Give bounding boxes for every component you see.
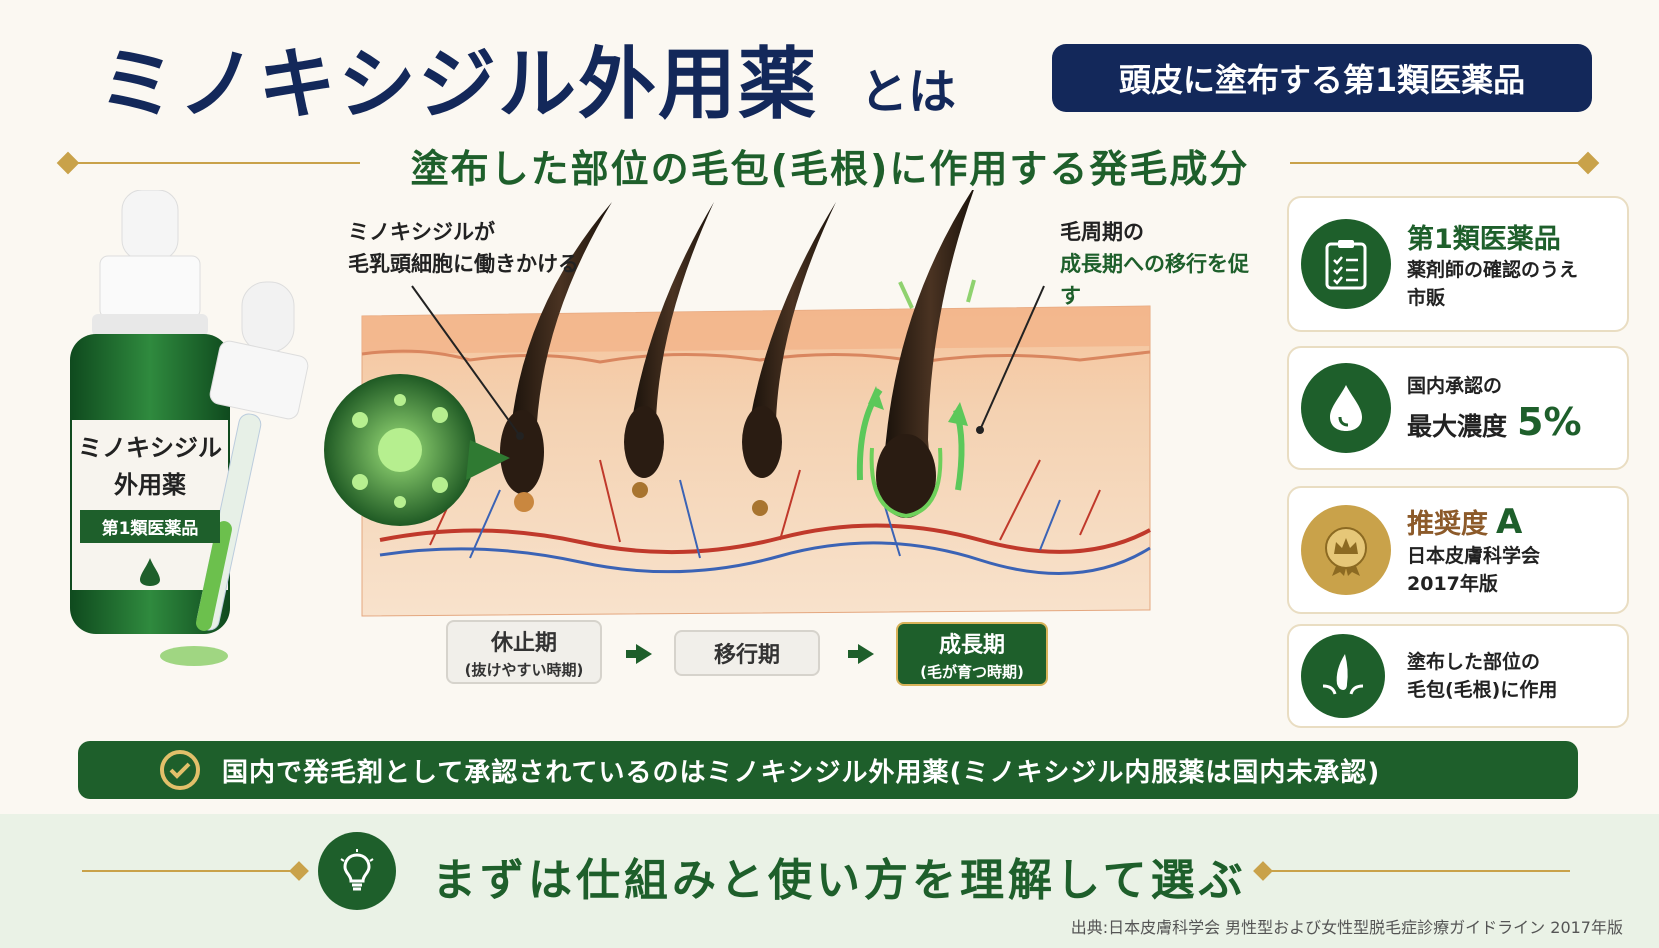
stage-telogen-sub: (抜けやすい時期) bbox=[464, 660, 584, 679]
droplet-icon bbox=[1301, 363, 1391, 453]
category-badge: 頭皮に塗布する第1類医薬品 bbox=[1052, 44, 1592, 112]
stage-telogen: 休止期 (抜けやすい時期) bbox=[446, 620, 602, 684]
card1-line2: 市販 bbox=[1407, 286, 1446, 309]
scalp-cross-section-illustration bbox=[70, 184, 1151, 666]
callout-left: ミノキシジルが 毛乳頭細胞に働きかける bbox=[348, 216, 579, 280]
hair-catagen-1 bbox=[624, 202, 714, 498]
callout-left-line2: 毛乳頭細胞に働きかける bbox=[348, 252, 579, 276]
hair-telogen bbox=[500, 202, 612, 512]
callout-line-left bbox=[411, 285, 521, 437]
gold-line-left bbox=[74, 162, 360, 164]
arrow-right-icon bbox=[858, 644, 874, 664]
footer-message: まずは仕組みと使い方を理解して選ぶ bbox=[432, 855, 1247, 906]
page-title: ミノキシジル外用薬 bbox=[98, 40, 819, 130]
arrow-right-icon bbox=[636, 644, 652, 664]
page-title-suffix: とは bbox=[860, 64, 957, 120]
stage-catagen-label: 移行期 bbox=[713, 643, 780, 668]
bottle-label: ミノキシジル 外用薬 第1類医薬品 bbox=[72, 428, 228, 543]
hair-follicle-icon bbox=[1301, 634, 1385, 718]
card3-line1: 日本皮膚科学会 bbox=[1407, 545, 1541, 567]
footer: まずは仕組みと使い方を理解して選ぶ 出典:日本皮膚科学会 男性型および女性型脱毛… bbox=[0, 814, 1659, 948]
lightbulb-icon bbox=[318, 832, 396, 910]
source-citation: 出典:日本皮膚科学会 男性型および女性型脱毛症診療ガイドライン 2017年版 bbox=[1070, 918, 1623, 937]
callout-right-line1: 毛周期の bbox=[1060, 220, 1144, 244]
callout-left-line1: ミノキシジルが bbox=[348, 220, 495, 244]
card2-value: 5% bbox=[1517, 400, 1582, 444]
gold-diamond-footer-left bbox=[289, 861, 309, 881]
bottle-label-badge: 第1類医薬品 bbox=[80, 510, 220, 543]
card3-line2: 2017年版 bbox=[1407, 573, 1498, 595]
gold-line-footer-right bbox=[1270, 870, 1570, 872]
hair-catagen-2 bbox=[742, 202, 836, 516]
card4-line1: 塗布した部位の bbox=[1407, 651, 1541, 673]
card3-grade: A bbox=[1496, 502, 1523, 542]
callout-line-right bbox=[979, 285, 1045, 431]
check-icon bbox=[160, 750, 200, 790]
illustration-area: ミノキシジル 外用薬 第1類医薬品 ミノキシジルが 毛乳頭細胞に働きかける 毛周… bbox=[0, 184, 1260, 730]
medal-icon bbox=[1301, 505, 1391, 595]
card4-line2: 毛包(毛根)に作用 bbox=[1407, 679, 1558, 701]
minoxidil-bottle bbox=[70, 189, 230, 634]
card-max-concentration: 国内承認の 最大濃度 5% bbox=[1287, 346, 1629, 470]
stage-catagen: 移行期 bbox=[674, 630, 820, 676]
gold-line-footer-left bbox=[82, 870, 292, 872]
card1-line1: 薬剤師の確認のうえ bbox=[1407, 258, 1579, 281]
stage-anagen-label: 成長期 bbox=[938, 632, 1005, 658]
dropper bbox=[160, 281, 309, 666]
banner-text: 国内で発毛剤として承認されているのはミノキシジル外用薬(ミノキシジル内服薬は国内… bbox=[222, 757, 1381, 788]
approval-banner: 国内で発毛剤として承認されているのはミノキシジル外用薬(ミノキシジル内服薬は国内… bbox=[78, 741, 1578, 799]
subtitle-row: 塗布した部位の毛包(毛根)に作用する発毛成分 bbox=[56, 138, 1600, 191]
card2-line1: 国内承認の bbox=[1407, 375, 1503, 397]
stage-telogen-label: 休止期 bbox=[490, 630, 557, 656]
stage-anagen-sub: (毛が育つ時期) bbox=[920, 662, 1024, 681]
card-recommendation-grade: 推奨度 A 日本皮膚科学会 2017年版 bbox=[1287, 486, 1629, 614]
bottle-label-line2: 外用薬 bbox=[114, 471, 186, 499]
clipboard-icon bbox=[1301, 219, 1391, 309]
card2-line2: 最大濃度 bbox=[1407, 412, 1508, 441]
stage-anagen: 成長期 (毛が育つ時期) bbox=[896, 622, 1048, 686]
subtitle: 塗布した部位の毛包(毛根)に作用する発毛成分 bbox=[410, 147, 1250, 191]
hair-anagen bbox=[856, 184, 976, 519]
card1-title: 第1類医薬品 bbox=[1407, 223, 1561, 255]
card-first-class-drug: 第1類医薬品 薬剤師の確認のうえ 市販 bbox=[1287, 196, 1629, 332]
card3-title: 推奨度 bbox=[1407, 509, 1488, 540]
callout-right-line2: 成長期への移行を促す bbox=[1060, 252, 1249, 308]
card-follicle-action: 塗布した部位の 毛包(毛根)に作用 bbox=[1287, 624, 1629, 728]
gold-line-right bbox=[1290, 162, 1580, 164]
bottle-label-line1: ミノキシジル bbox=[78, 434, 222, 462]
dermal-papilla-cell-magnified bbox=[324, 374, 510, 526]
callout-right: 毛周期の 成長期への移行を促す bbox=[1060, 216, 1260, 312]
